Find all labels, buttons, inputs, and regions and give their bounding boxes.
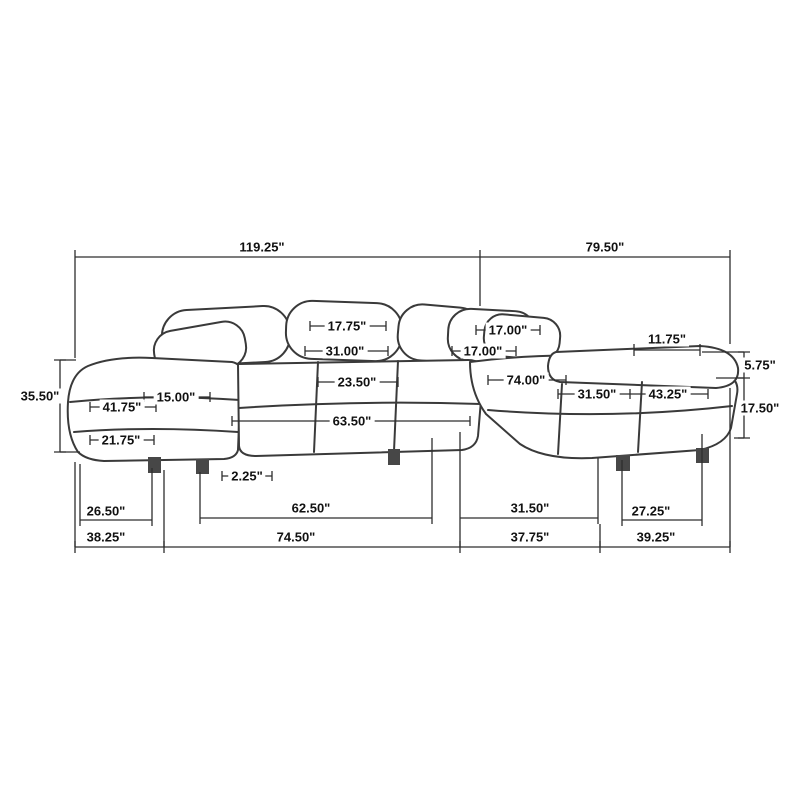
dim-label-leg-height: 2.25" <box>228 468 266 484</box>
dim-label-seat-base-span: 62.50" <box>288 500 334 516</box>
dim-label-back-pillow-height: 17.75" <box>324 318 370 334</box>
dim-label-left-arm-height: 41.75" <box>99 399 145 415</box>
sofa-right-section <box>469 345 740 460</box>
dim-label-arm-drop-height: 5.75" <box>741 357 779 373</box>
dim-label-right-inner-span: 31.50" <box>507 500 553 516</box>
dim-label-overall-height: 35.50" <box>17 388 63 404</box>
dim-label-overall-width-left: 119.25" <box>236 239 288 255</box>
dim-label-right-section-depth: 74.00" <box>503 372 549 388</box>
dim-label-seat-depth: 23.50" <box>334 374 380 390</box>
dim-label-right-base-depth: 39.25" <box>633 529 679 545</box>
dim-label-left-arm-width: 15.00" <box>153 389 199 405</box>
dim-label-back-height: 31.00" <box>322 343 368 359</box>
dim-label-right-chaise-length: 43.25" <box>645 386 691 402</box>
sofa-legs <box>148 448 709 474</box>
dim-label-right-pillow-height: 17.00" <box>485 322 531 338</box>
dim-label-right-pillow-height-2: 17.00" <box>460 343 506 359</box>
dim-label-left-base-span: 74.50" <box>273 529 319 545</box>
dim-label-right-base-span: 37.75" <box>507 529 553 545</box>
dim-label-right-arm-length: 11.75" <box>645 331 689 347</box>
dim-label-right-side-height: 17.50" <box>737 400 783 416</box>
dim-label-seat-width: 63.50" <box>329 413 375 429</box>
dim-label-right-seat-width: 31.50" <box>574 386 620 402</box>
dim-label-chaise-foot-span: 26.50" <box>83 503 129 519</box>
dim-label-arm-front-height: 21.75" <box>98 432 144 448</box>
dim-label-right-foot-span: 27.25" <box>628 503 674 519</box>
dim-label-left-base-depth: 38.25" <box>83 529 129 545</box>
dim-label-overall-width-right: 79.50" <box>582 239 628 255</box>
